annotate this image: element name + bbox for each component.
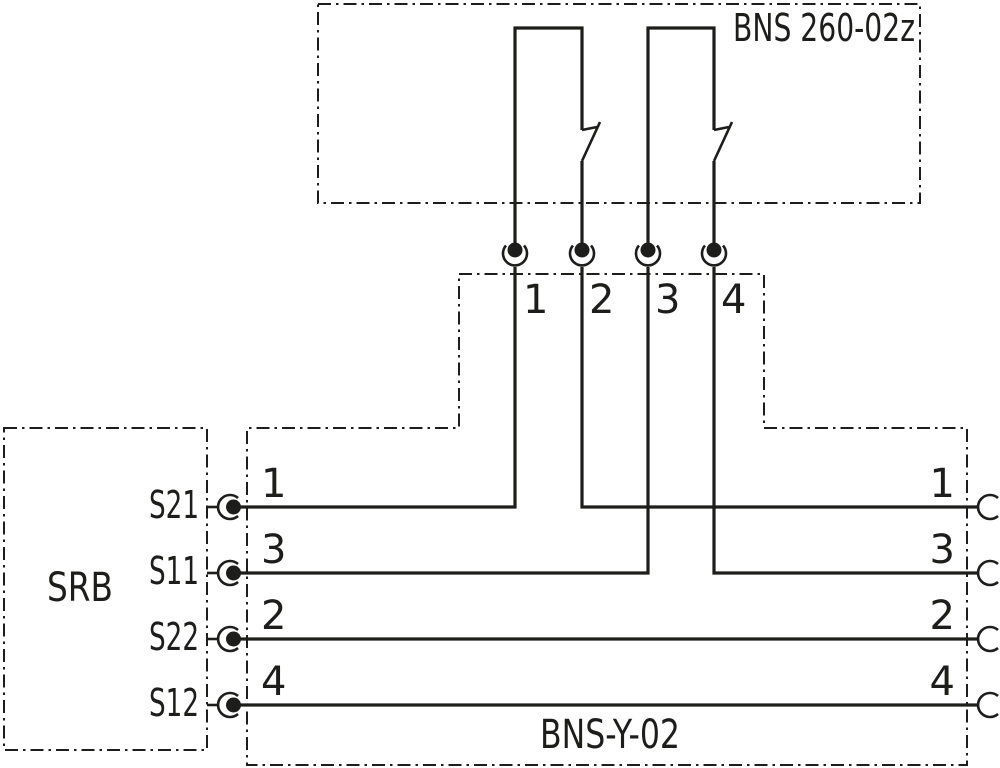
pin-2-dot — [574, 242, 590, 258]
switch-2-fixed-lead — [646, 26, 716, 243]
left-plug-s11 — [207, 559, 241, 587]
left-plug-s12-dot — [226, 697, 241, 713]
right-socket-1-arc — [976, 493, 999, 521]
switch-1-blade — [580, 121, 602, 162]
connector-module-label: BNS-Y-02 — [540, 712, 680, 758]
srb-module-box — [3, 427, 208, 751]
switch-contact-1 — [513, 26, 602, 243]
wire-pin2-to-right-1 — [580, 267, 978, 509]
pin-1-dot — [507, 242, 523, 258]
right-socket-3-arc — [976, 559, 999, 587]
terminal-label-s22: S22 — [149, 615, 199, 659]
top-module-label: BNS 260-02z — [733, 6, 915, 50]
left-plug-s22-arc — [216, 625, 239, 653]
switch-2-blade — [712, 121, 734, 162]
terminal-label-s21: S21 — [149, 483, 199, 527]
pin-4-dot — [706, 242, 722, 258]
left-plug-s22 — [207, 625, 241, 653]
pin-connector-2 — [568, 242, 596, 267]
right-socket-4-arc — [976, 691, 999, 719]
srb-module-label: SRB — [47, 565, 113, 611]
terminal-label-s11: S11 — [149, 549, 199, 593]
pin-number-3: 3 — [655, 277, 680, 323]
right-wire-number-row2: 3 — [930, 527, 955, 573]
pin-2-socket-arc — [568, 244, 596, 267]
switch-1-fixed-lead — [513, 26, 584, 243]
switch-1-contact-tick — [581, 125, 598, 132]
left-plug-s12 — [207, 691, 241, 719]
left-wire-number-row1: 1 — [261, 461, 286, 507]
right-wire-number-row3: 2 — [930, 593, 955, 639]
left-plug-s11-dot — [226, 565, 241, 581]
pin-1-socket-arc — [501, 244, 529, 267]
left-wire-number-row2: 3 — [261, 527, 286, 573]
switch-2-contact-tick — [713, 125, 730, 132]
pin-3-socket-arc — [634, 244, 662, 267]
left-wire-number-row4: 4 — [261, 659, 286, 705]
left-plug-s22-dot — [226, 631, 241, 647]
left-plug-s12-arc — [216, 691, 239, 719]
right-socket-2-arc — [976, 625, 999, 653]
switch-contact-2 — [646, 26, 734, 243]
top-module-box — [317, 3, 921, 204]
pin-4-socket-arc — [700, 244, 728, 267]
left-plug-s21-dot — [226, 499, 241, 515]
pin-3-dot — [640, 242, 656, 258]
wire-s21-to-pin1 — [240, 267, 517, 509]
left-plug-s21-arc — [216, 493, 239, 521]
pin-number-4: 4 — [721, 277, 746, 323]
pin-number-1: 1 — [523, 277, 548, 323]
wire-s11-to-pin3 — [240, 267, 650, 575]
connector-module-box — [246, 273, 968, 766]
terminal-label-s12: S12 — [149, 681, 199, 725]
wire-pin4-to-right-3 — [712, 267, 978, 575]
pin-connector-1 — [501, 242, 529, 267]
pin-number-2: 2 — [589, 277, 614, 323]
pin-connector-4 — [700, 242, 728, 267]
right-wire-number-row4: 4 — [930, 659, 955, 705]
left-wire-number-row3: 2 — [261, 593, 286, 639]
pin-connector-3 — [634, 242, 662, 267]
left-plug-s21 — [207, 493, 241, 521]
left-plug-s11-arc — [216, 559, 239, 587]
right-wire-number-row1: 1 — [930, 461, 955, 507]
